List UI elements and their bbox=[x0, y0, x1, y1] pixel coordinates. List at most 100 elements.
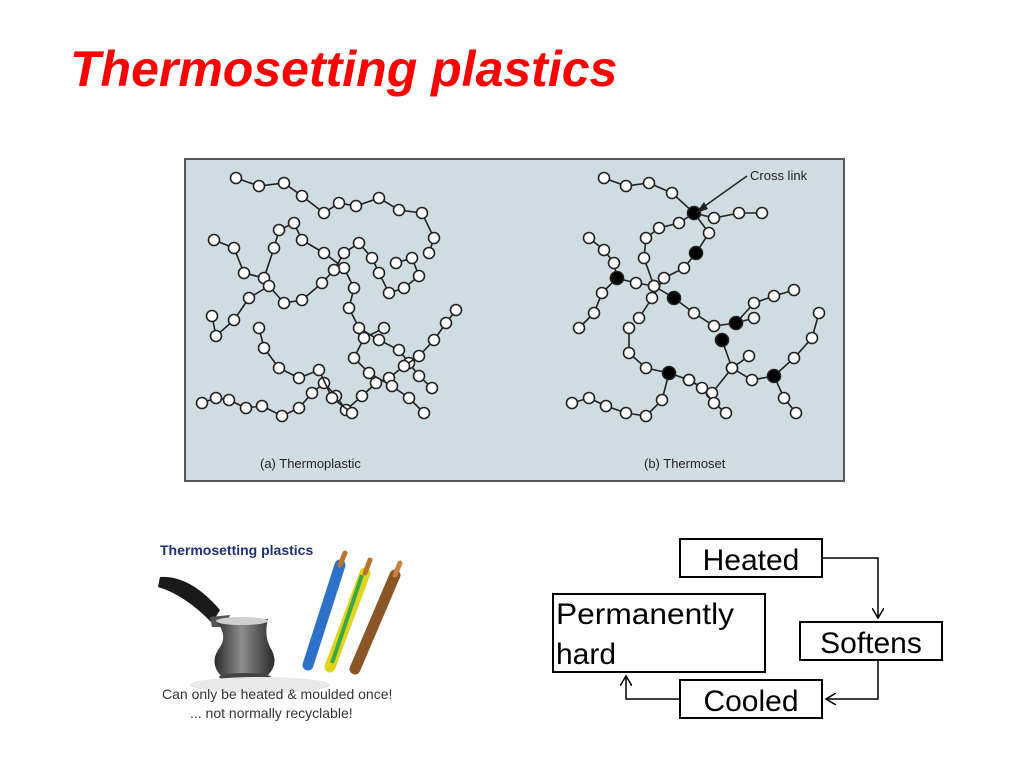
thermoplastic-chain-2-monomer bbox=[372, 333, 386, 347]
thermoset-chain-7-monomer bbox=[582, 391, 596, 405]
arrow-heated-to-softens bbox=[822, 557, 878, 618]
thermoplastic-chain-1-monomer bbox=[229, 171, 243, 185]
thermoplastic-chain-2-monomer bbox=[267, 241, 281, 255]
thermoplastic-chain-5-monomer bbox=[292, 371, 306, 385]
thermoset-process-flow: Heated Softens Cooled Permanently hard bbox=[552, 538, 943, 719]
thermoplastic-chain-4-monomer bbox=[239, 401, 253, 415]
thermoset-chain-5-monomer bbox=[672, 216, 686, 230]
thermoset-chain-4-monomer bbox=[707, 319, 721, 333]
thermoplastic-chain-2-monomer bbox=[272, 223, 286, 237]
thermoplastic-chain-6-monomer bbox=[402, 391, 416, 405]
thermoset-chain-2-monomer bbox=[632, 311, 646, 325]
thermoset-chain-3-monomer bbox=[587, 306, 601, 320]
thermoplastic-chain-3-monomer bbox=[365, 251, 379, 265]
thermoset-chain-8-bond bbox=[688, 379, 727, 414]
thermoset-chain-7-monomer bbox=[639, 409, 653, 423]
thermoplastic-chain-1-monomer bbox=[332, 196, 346, 210]
thermoplastic-chain-1-monomer bbox=[392, 203, 406, 217]
cross-link-node bbox=[666, 290, 682, 306]
thermoset-chain-5-monomer bbox=[647, 279, 661, 293]
thermoplastic-chain-1-monomer bbox=[317, 206, 331, 220]
thermoplastic-chain-1-monomer bbox=[427, 231, 441, 245]
thermoplastic-chain-3-monomer bbox=[205, 309, 219, 323]
thermoset-chain-6-monomer bbox=[622, 346, 636, 360]
cross-link-node bbox=[609, 270, 625, 286]
thermoset-chain-3-monomer bbox=[595, 286, 609, 300]
thermoset-chain-6-monomer bbox=[742, 349, 756, 363]
thermoplastic-chain-3-monomer bbox=[372, 266, 386, 280]
thermoset-chain-3-monomer bbox=[572, 321, 586, 335]
cooled-label: Cooled bbox=[703, 685, 798, 718]
thermoset-chain-1-monomer bbox=[665, 186, 679, 200]
cross-link-node bbox=[686, 205, 702, 221]
thermoset-chain-10-monomer bbox=[777, 391, 791, 405]
thermoplastic-chain-1-monomer bbox=[349, 199, 363, 213]
thermoplastic-chain-4-monomer bbox=[305, 386, 319, 400]
thermoset-chain-11-bond bbox=[735, 289, 795, 324]
thermoset-chain-11-monomer bbox=[767, 289, 781, 303]
permanently-hard-line1: Permanently bbox=[556, 598, 734, 631]
thermoplastic-chain-3-monomer bbox=[397, 281, 411, 295]
thermoset-chain-12-monomer bbox=[707, 211, 721, 225]
thermoplastic-chain-5-monomer bbox=[272, 361, 286, 375]
thermoset-chain-3-monomer bbox=[597, 243, 611, 257]
cross-link-node bbox=[661, 365, 677, 381]
thermoplastic-chain-3-monomer bbox=[315, 276, 329, 290]
thermoplastic-chain-1-monomer bbox=[277, 176, 291, 190]
thermoset-caption: (b) Thermoset bbox=[644, 456, 726, 471]
cross-link-label: Cross link bbox=[750, 168, 808, 183]
thermoplastic-chain-3-monomer bbox=[295, 293, 309, 307]
heated-label: Heated bbox=[703, 544, 800, 577]
thermoplastic-chain-2-monomer bbox=[337, 261, 351, 275]
thermoset-chain-9-monomer bbox=[805, 331, 819, 345]
thermoplastic-chain-2-monomer bbox=[392, 343, 406, 357]
thermoplastic-chain-4-monomer bbox=[292, 401, 306, 415]
thermoplastic-chain-6-monomer bbox=[417, 406, 431, 420]
thermoset-chain-5-monomer bbox=[639, 231, 653, 245]
thermoplastic-chain-2-monomer bbox=[352, 321, 366, 335]
thermoplastic-chain-3-monomer bbox=[209, 329, 223, 343]
thermoset-chain-7-monomer bbox=[655, 393, 669, 407]
thermoplastic-chain-5-monomer bbox=[252, 321, 266, 335]
cross-link-arrowhead bbox=[696, 202, 708, 213]
thermoset-chain-1-monomer bbox=[597, 171, 611, 185]
thermoset-chain-9-monomer bbox=[725, 361, 739, 375]
thermoplastic-chain-3-monomer bbox=[242, 291, 256, 305]
thermoplastic-chain-3-monomer bbox=[405, 251, 419, 265]
thermoset-chain-9-monomer bbox=[787, 351, 801, 365]
thermoset-chain-8-monomer bbox=[695, 381, 709, 395]
thermoplastic-chain-3-monomer bbox=[412, 269, 426, 283]
thermoplastic-chain-4-monomer bbox=[275, 409, 289, 423]
thermoset-chain-2-monomer bbox=[645, 291, 659, 305]
thermoset-chain-1-monomer bbox=[642, 176, 656, 190]
thermoplastic-chain-4-monomer bbox=[397, 359, 411, 373]
thermoplastic-chain-1-monomer bbox=[372, 191, 386, 205]
cross-link-node bbox=[714, 332, 730, 348]
permanently-hard-line2: hard bbox=[556, 638, 616, 671]
thermoplastic-chain-2-monomer bbox=[347, 281, 361, 295]
thermoset-chain-4-monomer bbox=[747, 311, 761, 325]
photo-caption-line2: ... not normally recyclable! bbox=[190, 705, 353, 721]
arrow-softens-to-cooled bbox=[826, 660, 879, 699]
thermoset-chain-3-monomer bbox=[607, 256, 621, 270]
thermoplastic-chain-3-monomer bbox=[227, 313, 241, 327]
cooled-box: Cooled bbox=[679, 679, 823, 719]
cross-link-pointer bbox=[701, 175, 748, 209]
thermoset-chain-8-monomer bbox=[682, 373, 696, 387]
thermoplastic-chain-2-monomer bbox=[317, 246, 331, 260]
thermoplastic-chain-1-monomer bbox=[415, 206, 429, 220]
softens-box: Softens bbox=[799, 621, 943, 661]
thermoset-chain-2-monomer bbox=[657, 271, 671, 285]
thermoset-diagram bbox=[565, 171, 826, 423]
thermoset-chain-8-monomer bbox=[719, 406, 733, 420]
thermoplastic-chain-3-monomer bbox=[262, 279, 276, 293]
thermoplastic-chain-4-monomer bbox=[412, 349, 426, 363]
thermoplastic-chain-6-monomer bbox=[385, 379, 399, 393]
photo-heading: Thermosetting plastics bbox=[160, 542, 313, 558]
thermoplastic-chain-2-monomer bbox=[207, 233, 221, 247]
thermoplastic-chain-1-monomer bbox=[295, 189, 309, 203]
thermoset-chain-8-monomer bbox=[707, 396, 721, 410]
thermoset-chain-3-monomer bbox=[582, 231, 596, 245]
thermoplastic-chain-6-monomer bbox=[377, 321, 391, 335]
coffee-pot-image bbox=[158, 576, 330, 693]
